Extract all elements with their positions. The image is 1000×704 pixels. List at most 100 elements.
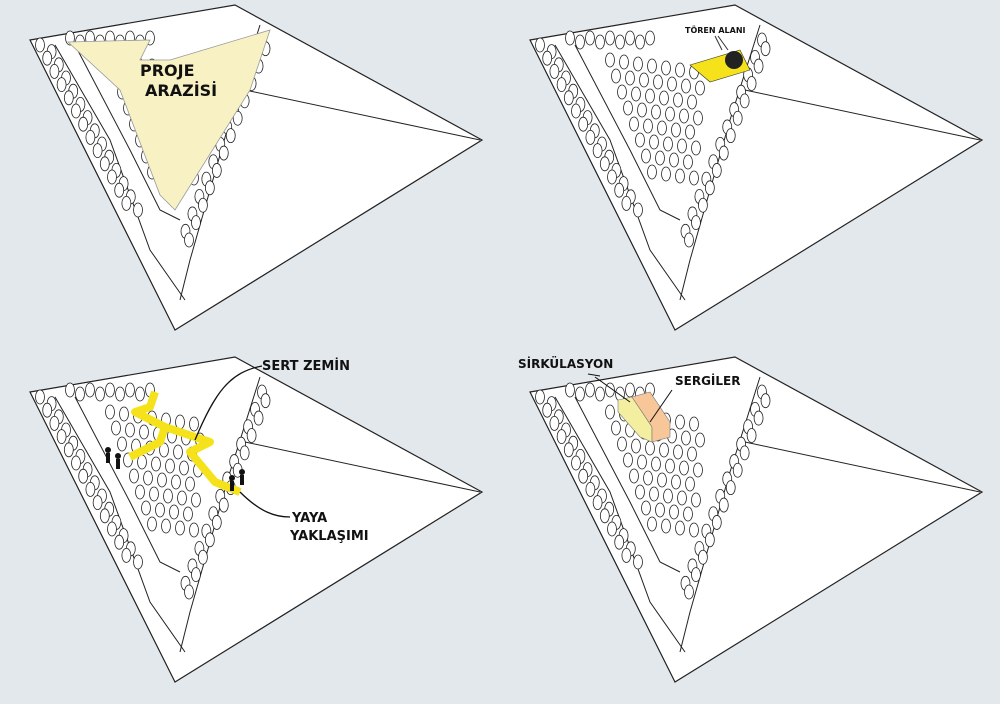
tree-icon — [704, 180, 715, 196]
tree-icon — [535, 389, 545, 405]
tree-icon — [565, 30, 575, 46]
tree-icon — [78, 116, 89, 132]
tree-icon — [667, 76, 677, 92]
tree-icon — [649, 134, 659, 150]
road-edge — [74, 396, 181, 573]
tree-icon — [49, 416, 60, 431]
tree-icon — [225, 128, 236, 144]
tree-icon — [683, 154, 693, 170]
tree-icon — [711, 515, 722, 530]
tree-icon — [760, 393, 771, 409]
tree-icon — [657, 472, 667, 488]
tree-icon — [239, 445, 250, 461]
tree-icon — [657, 120, 667, 136]
tree-icon — [65, 382, 75, 398]
tree-icon — [92, 143, 103, 159]
tree-icon — [63, 442, 74, 458]
tree-icon — [631, 438, 641, 454]
tree-icon — [685, 476, 695, 492]
tree-icon — [595, 386, 605, 402]
tree-icon — [753, 410, 764, 426]
road-edge — [74, 44, 181, 221]
tree-icon — [739, 93, 750, 109]
tree-icon — [663, 136, 673, 152]
tree-icon — [135, 386, 145, 402]
tree-icon — [615, 34, 625, 50]
tree-icon — [183, 506, 193, 522]
tree-icon — [677, 138, 687, 154]
tree-icon — [635, 484, 645, 500]
tree-icon — [78, 468, 89, 484]
arrow-icon — [239, 491, 291, 518]
tree-icon — [693, 462, 703, 478]
tree-icon — [565, 382, 575, 398]
tree-icon — [71, 455, 81, 471]
tree-icon — [711, 163, 722, 178]
tree-icon — [689, 170, 699, 186]
tree-icon — [85, 129, 96, 145]
tree-icon — [681, 78, 691, 94]
tree-icon — [71, 103, 81, 119]
tree-icon — [157, 472, 167, 488]
ceremony-monument — [725, 51, 743, 69]
tree-icon — [725, 480, 736, 496]
tree-icon — [689, 522, 699, 538]
tree-icon — [679, 460, 689, 476]
tree-icon — [625, 30, 635, 46]
road-edge — [244, 89, 481, 141]
tree-icon — [549, 64, 560, 79]
tree-icon — [141, 500, 151, 516]
tree-icon — [143, 470, 153, 486]
tree-icon — [665, 106, 675, 122]
tree-icon — [75, 386, 85, 402]
tree-icon — [585, 30, 595, 46]
tree-icon — [191, 215, 201, 231]
tree-icon — [585, 382, 595, 398]
tree-icon — [635, 34, 645, 50]
tree-icon — [614, 534, 625, 550]
tree-icon — [117, 436, 127, 452]
tree-icon — [673, 92, 683, 108]
tree-icon — [659, 442, 669, 458]
tree-icon — [549, 416, 560, 431]
tree-icon — [633, 554, 643, 570]
tree-icon — [675, 62, 685, 78]
tree-icon — [641, 500, 651, 516]
tree-icon — [619, 54, 629, 70]
tree-icon — [85, 382, 95, 398]
tree-icon — [681, 430, 691, 446]
tree-icon — [645, 88, 655, 104]
tree-icon — [585, 481, 596, 497]
tree-icon — [139, 424, 149, 440]
tree-icon — [655, 502, 665, 518]
tree-icon — [125, 382, 135, 398]
tree-icon — [133, 554, 143, 570]
tree-icon — [605, 30, 615, 46]
road-edge — [744, 441, 981, 493]
tree-icon — [107, 521, 117, 537]
tree-icon — [659, 90, 669, 106]
label-sergiler: SERGİLER — [675, 373, 740, 388]
tree-icon — [260, 393, 271, 409]
tree-icon — [689, 416, 699, 432]
tree-icon — [655, 150, 665, 166]
tree-icon — [179, 460, 189, 476]
tree-icon — [575, 34, 585, 50]
tree-icon — [119, 406, 129, 422]
label-arazisi: ARAZİSİ — [145, 81, 217, 100]
tree-icon — [753, 58, 764, 74]
tree-icon — [684, 232, 694, 248]
tree-icon — [649, 486, 659, 502]
tree-icon — [56, 429, 67, 444]
tree-icon — [625, 70, 635, 86]
tree-icon — [563, 90, 574, 106]
tree-icon — [173, 444, 183, 460]
tree-icon — [129, 468, 139, 484]
label-yaklasimi: YAKLAŞIMI — [289, 529, 369, 544]
tree-icon — [556, 429, 567, 444]
tree-icon — [599, 508, 610, 524]
tree-icon — [85, 481, 96, 497]
tree-icon — [542, 50, 553, 66]
